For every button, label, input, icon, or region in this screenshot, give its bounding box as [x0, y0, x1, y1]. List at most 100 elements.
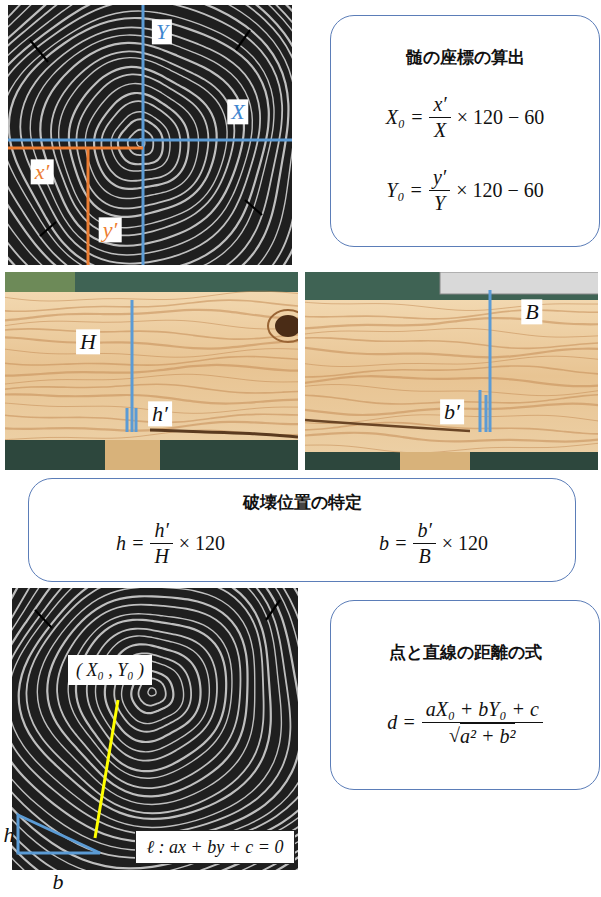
growth-ring: [8, 5, 292, 265]
formula-box: 髄の座標の算出X₀ =x′X× 120 − 60Y₀ =y′Y× 120 − 6…: [330, 15, 600, 247]
distance-line: [95, 700, 118, 838]
denominator: a² + b²: [460, 723, 516, 749]
denominator: Y: [434, 191, 445, 216]
break-line: [126, 408, 129, 432]
check-crack: [35, 610, 52, 628]
formula-term: X₀ =: [386, 106, 424, 129]
growth-ring: [8, 5, 292, 265]
offset-line: [87, 148, 90, 265]
wood-grain: [5, 291, 298, 301]
break-line: [135, 408, 138, 432]
growth-ring: [12, 588, 298, 870]
board-photo-left: [5, 272, 298, 470]
growth-ring: [47, 596, 247, 796]
coordinate-label: ( X₀ , Y₀ ): [68, 655, 152, 685]
growth-ring: [19, 588, 271, 819]
axis-line: [8, 139, 292, 142]
wood-grain: [305, 338, 598, 349]
line-equation-box: ℓ : ax + by + c = 0: [135, 830, 295, 864]
growth-ring: [118, 119, 163, 164]
dimension-label: B: [521, 299, 542, 324]
numerator: x′: [433, 93, 446, 115]
box-title: 破壊位置の特定: [243, 491, 362, 514]
growth-ring: [8, 5, 292, 265]
wood-grain: [5, 300, 298, 311]
growth-ring: [128, 130, 154, 156]
growth-ring: [30, 35, 252, 255]
growth-ring: [12, 588, 298, 870]
height-line: [131, 300, 134, 432]
wood-grain: [305, 385, 598, 396]
denominator: B: [419, 544, 431, 569]
wood-grain: [305, 328, 598, 337]
growth-ring: [12, 588, 298, 842]
wood-grain: [305, 318, 598, 329]
wood-grain: [5, 310, 298, 321]
axis-line: [142, 5, 145, 265]
denominator: X: [434, 118, 446, 143]
formula-term: × 120: [442, 532, 488, 555]
offset-label: x′: [31, 159, 54, 184]
wood-grain: [305, 301, 598, 310]
support-block: [400, 452, 470, 470]
growth-ring: [12, 588, 298, 870]
check-crack: [245, 200, 262, 215]
wood-grain: [5, 329, 298, 339]
check-crack: [30, 40, 48, 62]
radical-sign: √: [449, 723, 460, 748]
knot: [275, 315, 298, 337]
growth-ring: [26, 588, 263, 813]
dimension-label: H: [76, 329, 100, 354]
mat-top: [5, 272, 298, 292]
growth-ring: [12, 588, 281, 827]
cross-section-photo: [12, 588, 298, 870]
check-crack: [266, 600, 280, 620]
height-line: [489, 290, 492, 432]
check-crack: [236, 30, 250, 50]
formula-term: h =: [116, 532, 145, 555]
formula-term: × 120 − 60: [456, 179, 544, 202]
growth-ring: [8, 5, 282, 265]
formula-term: b =: [379, 532, 408, 555]
end-grain-ground: [8, 5, 292, 265]
wood-grain: [305, 433, 598, 442]
growth-ring: [57, 605, 240, 789]
growth-ring: [8, 11, 274, 265]
dimension-label: h: [4, 822, 15, 847]
growth-ring: [12, 588, 298, 870]
wood-grain: [5, 320, 298, 329]
wood-grain: [305, 366, 598, 377]
growth-ring: [12, 588, 290, 834]
growth-ring: [37, 588, 254, 805]
formula-box: 点と直線の距離の式d =aX₀ + bY₀ + c√a² + b²: [330, 600, 600, 790]
wood-grain: [5, 365, 298, 376]
numerator: y′: [433, 166, 446, 188]
wood-grain: [305, 441, 598, 452]
growth-ring: [12, 588, 298, 870]
equation-text: ℓ : ax + by + c = 0: [147, 837, 284, 858]
formula-term: × 120 − 60: [457, 106, 545, 129]
wood-grain: [305, 310, 598, 319]
formula-term: × 120: [179, 532, 225, 555]
growth-ring: [20, 27, 260, 263]
axis-label: X: [227, 99, 248, 124]
growth-ring: [8, 5, 292, 265]
box-title: 髄の座標の算出: [406, 46, 525, 69]
fracture-triangle: [18, 815, 100, 853]
growth-ring: [12, 588, 298, 870]
numerator: aX₀ + bY₀ + c: [426, 698, 539, 720]
formula-term: d =: [387, 711, 416, 734]
numerator: h′: [154, 519, 168, 541]
formula-box: 破壊位置の特定h =h′H× 120b =b′B× 120: [28, 478, 576, 582]
whiteboard-frame: [440, 272, 598, 294]
growth-ring: [8, 5, 292, 265]
growth-ring: [12, 588, 298, 870]
wood-grain: [5, 430, 298, 440]
growth-ring: [12, 588, 298, 868]
board-photo-right: [305, 272, 598, 470]
denominator: H: [154, 544, 168, 569]
wood-grain: [5, 356, 298, 365]
growth-ring: [8, 5, 288, 265]
wood-grain: [5, 337, 298, 349]
growth-ring: [87, 629, 217, 761]
